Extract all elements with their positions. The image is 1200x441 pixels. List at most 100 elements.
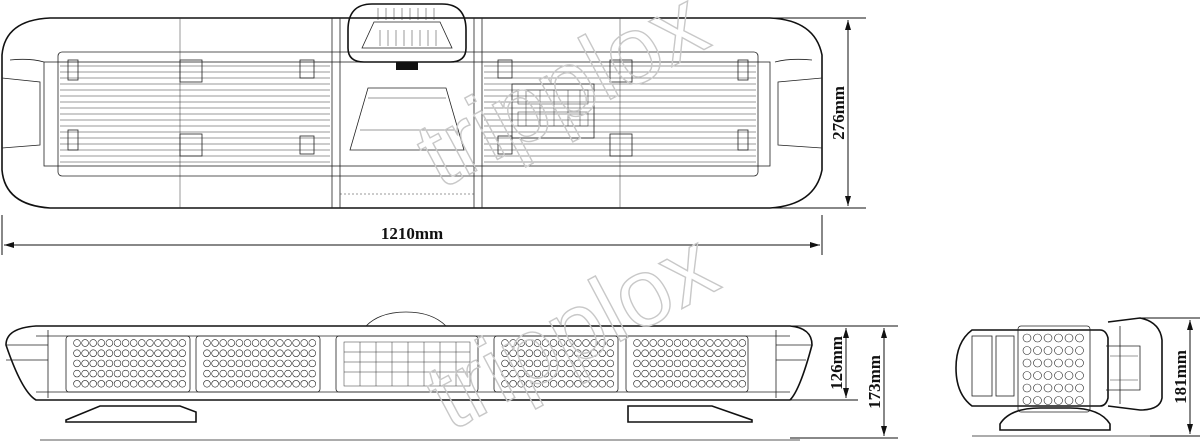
front-total-height-label: 173mm [865, 355, 884, 409]
led-dot [268, 339, 276, 347]
led-dot [566, 380, 574, 388]
led-dot [541, 359, 550, 368]
led-dot [162, 339, 170, 347]
led-dot [590, 380, 598, 388]
led-dot [525, 380, 533, 388]
led-dot [706, 349, 714, 357]
led-dot [89, 359, 97, 368]
led-dot [633, 369, 641, 378]
top-speaker-outline [347, 3, 467, 63]
led-dot [533, 380, 542, 388]
led-dot [525, 349, 533, 357]
led-dot [235, 380, 244, 388]
front-lens-height-label: 126mm [827, 336, 846, 390]
led-dot [292, 349, 300, 357]
led-dot [73, 380, 81, 388]
led-dot [73, 339, 81, 347]
led-dot [649, 369, 657, 378]
led-dot [276, 349, 284, 357]
led-dot [146, 339, 154, 347]
led-dot [722, 349, 730, 357]
led-dot [525, 369, 533, 378]
led-dot [1064, 333, 1074, 343]
led-dot [308, 369, 316, 378]
led-dot [1043, 396, 1053, 405]
led-dot [706, 359, 714, 368]
led-dot [673, 349, 682, 357]
front-foot-left [65, 405, 197, 423]
led-dot [203, 380, 211, 388]
led-dot [566, 349, 574, 357]
led-dot [251, 339, 260, 347]
led-dot [557, 339, 566, 347]
led-dot [714, 359, 722, 368]
led-dot [170, 339, 178, 347]
led-dot [121, 359, 130, 368]
led-dot [657, 359, 665, 368]
led-dot [566, 339, 574, 347]
led-dot [260, 369, 268, 378]
led-dot [738, 380, 746, 388]
led-dot [97, 369, 106, 378]
led-dot [681, 369, 690, 378]
led-dot [598, 369, 606, 378]
led-dot [130, 380, 138, 388]
led-dot [681, 380, 690, 388]
led-dot [533, 349, 542, 357]
led-dot [714, 339, 722, 347]
led-dot [268, 380, 276, 388]
led-dot [170, 380, 178, 388]
led-dot [121, 380, 130, 388]
led-dot [235, 339, 244, 347]
led-dot [300, 349, 308, 357]
side-foot [999, 407, 1111, 431]
led-dot [138, 339, 146, 347]
led-dot [105, 349, 114, 357]
led-dot [130, 349, 138, 357]
led-dot [582, 349, 590, 357]
led-dot [1033, 346, 1042, 355]
led-dot [300, 359, 308, 368]
led-dot [1064, 396, 1074, 405]
led-dot [574, 349, 582, 357]
led-dot [219, 369, 227, 378]
led-dot [722, 380, 730, 388]
led-dot [533, 359, 542, 368]
led-module-1 [65, 335, 191, 393]
led-dot [1043, 346, 1053, 355]
led-dot [138, 380, 146, 388]
led-dot [1043, 371, 1053, 380]
led-dot [284, 349, 292, 357]
led-dot [73, 359, 81, 368]
led-dot [689, 380, 698, 388]
led-dot [130, 339, 138, 347]
led-dot [81, 369, 89, 378]
led-dot [251, 380, 260, 388]
led-dot [73, 369, 81, 378]
led-dot [284, 380, 292, 388]
led-dot [509, 369, 517, 378]
led-dot [533, 369, 542, 378]
led-dot [590, 349, 598, 357]
led-dot [203, 349, 211, 357]
led-dot [549, 359, 558, 368]
led-dot [162, 369, 170, 378]
led-dot [541, 380, 550, 388]
led-dot [1075, 396, 1084, 405]
front-view [5, 311, 813, 441]
led-dot [590, 369, 598, 378]
led-dot [89, 380, 97, 388]
led-dot [557, 380, 566, 388]
led-dot [211, 380, 219, 388]
led-dot [582, 339, 590, 347]
led-dot [598, 339, 606, 347]
led-dot [203, 369, 211, 378]
led-dot [268, 369, 276, 378]
led-dot [517, 339, 525, 347]
led-dot [665, 339, 674, 347]
led-dot [633, 359, 641, 368]
top-view [1, 3, 823, 209]
led-dot [81, 380, 89, 388]
led-dot [292, 359, 300, 368]
led-dot [738, 339, 746, 347]
